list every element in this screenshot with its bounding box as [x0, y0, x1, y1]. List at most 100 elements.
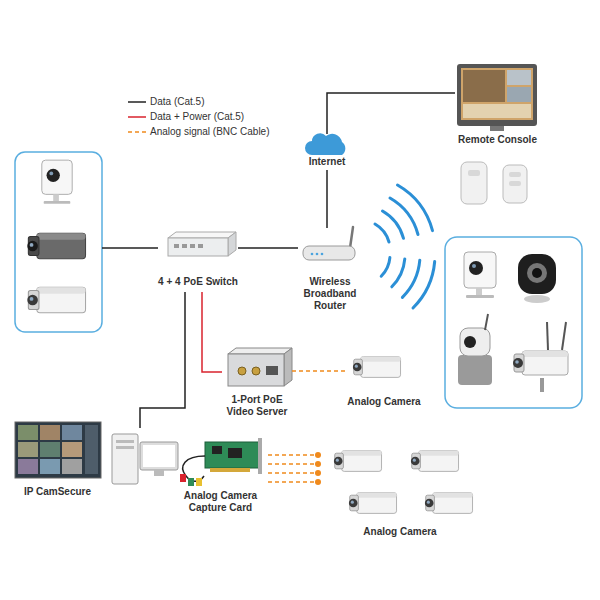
- caption-box: Analog Camera Capture Card: [178, 490, 263, 514]
- data-cable: [102, 247, 158, 249]
- cable-end-dot: [315, 479, 321, 485]
- device-node: Analog Camera Capture Card: [108, 428, 268, 516]
- remote-button: [509, 172, 521, 177]
- capture-card-pcb: [205, 442, 260, 468]
- caption-box: 1-Port PoE Video Server: [222, 394, 292, 418]
- screen-tile: [507, 87, 531, 102]
- device-caption: Internet: [297, 156, 357, 168]
- pc-tower: [112, 434, 138, 484]
- switch-port: [198, 244, 203, 248]
- video-tile: [40, 442, 60, 457]
- switch-side: [228, 232, 236, 256]
- control-panel: [85, 425, 98, 474]
- rj45-port: [266, 366, 278, 375]
- camera-antenna: [562, 322, 566, 350]
- device-caption: 4 + 4 PoE Switch: [150, 276, 246, 288]
- network-cable: [292, 370, 345, 372]
- pt-camera-base: [458, 355, 492, 385]
- cable-end-dot: [315, 470, 321, 476]
- video-tile: [62, 459, 82, 474]
- box-camera: [513, 351, 568, 375]
- device-node: Wireless Broadband Router: [298, 228, 362, 314]
- screen-tile: [463, 70, 505, 102]
- device-node: 4 + 4 PoE Switch: [158, 232, 238, 292]
- drive-slot: [116, 446, 134, 449]
- camera-antenna: [485, 314, 488, 330]
- box-camera: [27, 287, 85, 312]
- server-side: [284, 348, 292, 386]
- remote-device: [461, 162, 487, 204]
- analog-camera: [334, 451, 382, 472]
- analog-camera: [425, 493, 473, 514]
- monitor-frame: [457, 64, 537, 126]
- device-node: Analog Camera: [345, 346, 423, 410]
- legend-text: Data (Cat.5): [150, 96, 204, 108]
- card-cable: [183, 456, 205, 481]
- chip: [212, 446, 222, 454]
- wave-arc: [413, 262, 435, 309]
- bnc-connector: [238, 367, 246, 375]
- caption-box: Internet: [297, 156, 357, 168]
- pt-camera-head: [460, 328, 490, 356]
- camera-lens: [532, 268, 542, 278]
- network-cable: [326, 170, 328, 228]
- drive-slot: [116, 440, 134, 443]
- device-node: 1-Port PoE Video Server: [222, 348, 292, 420]
- router-body: [303, 246, 355, 260]
- dome-camera-body: [518, 254, 556, 294]
- analog-camera: [349, 493, 397, 514]
- video-tile: [62, 425, 82, 440]
- device-caption: 1-Port PoE Video Server: [222, 394, 292, 418]
- wave-arc: [398, 185, 433, 231]
- cube-camera: [464, 252, 496, 298]
- network-cable: [238, 247, 298, 249]
- router-led: [321, 253, 324, 256]
- wave-arc: [402, 260, 419, 297]
- legend-text: Data + Power (Cat.5): [150, 111, 244, 123]
- video-tile: [40, 459, 60, 474]
- wave-arc: [392, 259, 405, 287]
- switch-port: [190, 244, 195, 248]
- bnc-connector: [252, 367, 260, 375]
- caption-box: IP CamSecure: [10, 486, 105, 498]
- switch-port: [182, 244, 187, 248]
- chip: [228, 448, 242, 458]
- video-tile: [62, 442, 82, 457]
- cable-end-dot: [315, 461, 321, 467]
- legend-line-sample: [128, 116, 146, 118]
- remote-button: [468, 170, 480, 176]
- device-caption: Remote Console: [445, 134, 550, 146]
- camera-lens: [464, 336, 476, 348]
- legend-line-sample: [128, 101, 146, 103]
- camera-group-frame: [15, 152, 102, 332]
- remote-button: [509, 181, 521, 186]
- wave-arc: [390, 198, 418, 235]
- caption-box: Analog Camera: [345, 396, 423, 408]
- cable-plug: [188, 478, 194, 486]
- video-tile: [18, 459, 38, 474]
- analog-camera: [411, 451, 459, 472]
- camera-base: [524, 295, 550, 303]
- device-node: Analog Camera: [318, 440, 483, 540]
- device-node: Internet: [303, 134, 351, 170]
- monitor-stand: [490, 126, 504, 131]
- wave-arc: [383, 211, 404, 238]
- caption-box: Remote Console: [445, 134, 550, 146]
- switch-body: [168, 238, 228, 256]
- legend-line-sample: [128, 131, 146, 133]
- bnc-cable: [268, 472, 318, 474]
- device-caption: Analog Camera Capture Card: [178, 490, 263, 514]
- video-tile: [40, 425, 60, 440]
- camera-stand: [540, 378, 544, 392]
- cable-plug: [196, 478, 202, 486]
- cable-plug: [180, 474, 186, 482]
- monitor-stand: [154, 470, 164, 476]
- box-camera: [27, 233, 85, 258]
- card-contacts: [210, 468, 250, 472]
- device-caption: IP CamSecure: [10, 486, 105, 498]
- bnc-cable: [268, 463, 318, 465]
